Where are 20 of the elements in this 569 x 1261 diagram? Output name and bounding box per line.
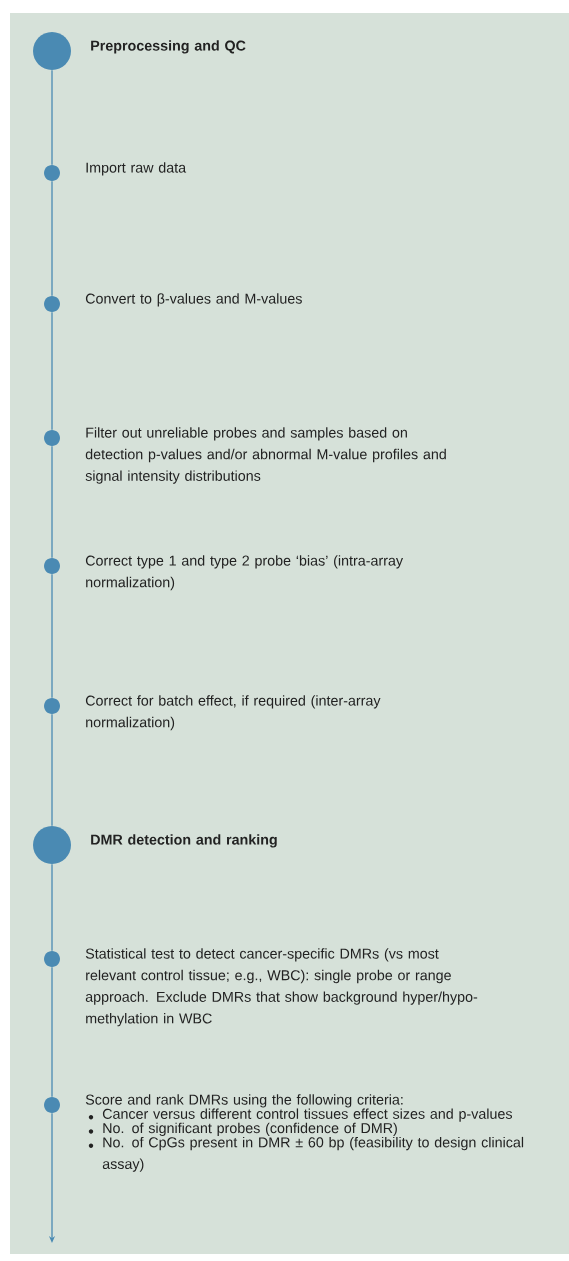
step-text: Import raw data (86, 162, 187, 176)
section-heading: DMR detection and ranking (91, 834, 277, 848)
bullet-item: No. of CpGs present in DMR ± 60 bp (feasibility to design clinical assay) (88, 1136, 524, 1172)
step-text: Correct for batch effect, if required (inter-array normalization) (85, 695, 381, 731)
step-text: Statistical test to detect cancer-specific DMRs (vs most relevant control tissue; e.g., WBC): single probe or range approach. Exclude DMRs that show background hyper/hypo-methylation in WBC (85, 948, 478, 1027)
timeline-line (51, 966, 53, 1098)
timeline-line (51, 573, 53, 699)
step-text: Convert to β-values and M-values (85, 293, 302, 307)
timeline-line (51, 180, 53, 297)
bullet-item: No. of significant probes (confidence of DMR) (88, 1122, 397, 1136)
timeline-line (51, 69, 53, 166)
timeline-line (51, 445, 53, 559)
step-text: Filter out unreliable probes and samples based on detection p-values and/or abnormal M-value profiles and signal intensity distributions (85, 427, 446, 484)
section-heading: Preprocessing and QC (91, 40, 246, 54)
timeline-line (51, 713, 53, 827)
bullet-item: Cancer versus different control tissues effect sizes and p-values (88, 1108, 512, 1122)
timeline-line (51, 311, 53, 431)
step-text: Score and rank DMRs using the following criteria: (85, 1094, 403, 1108)
step-text: Correct type 1 and type 2 probe ‘bias’ (intra-array normalization) (85, 555, 403, 591)
timeline-line (51, 863, 53, 952)
